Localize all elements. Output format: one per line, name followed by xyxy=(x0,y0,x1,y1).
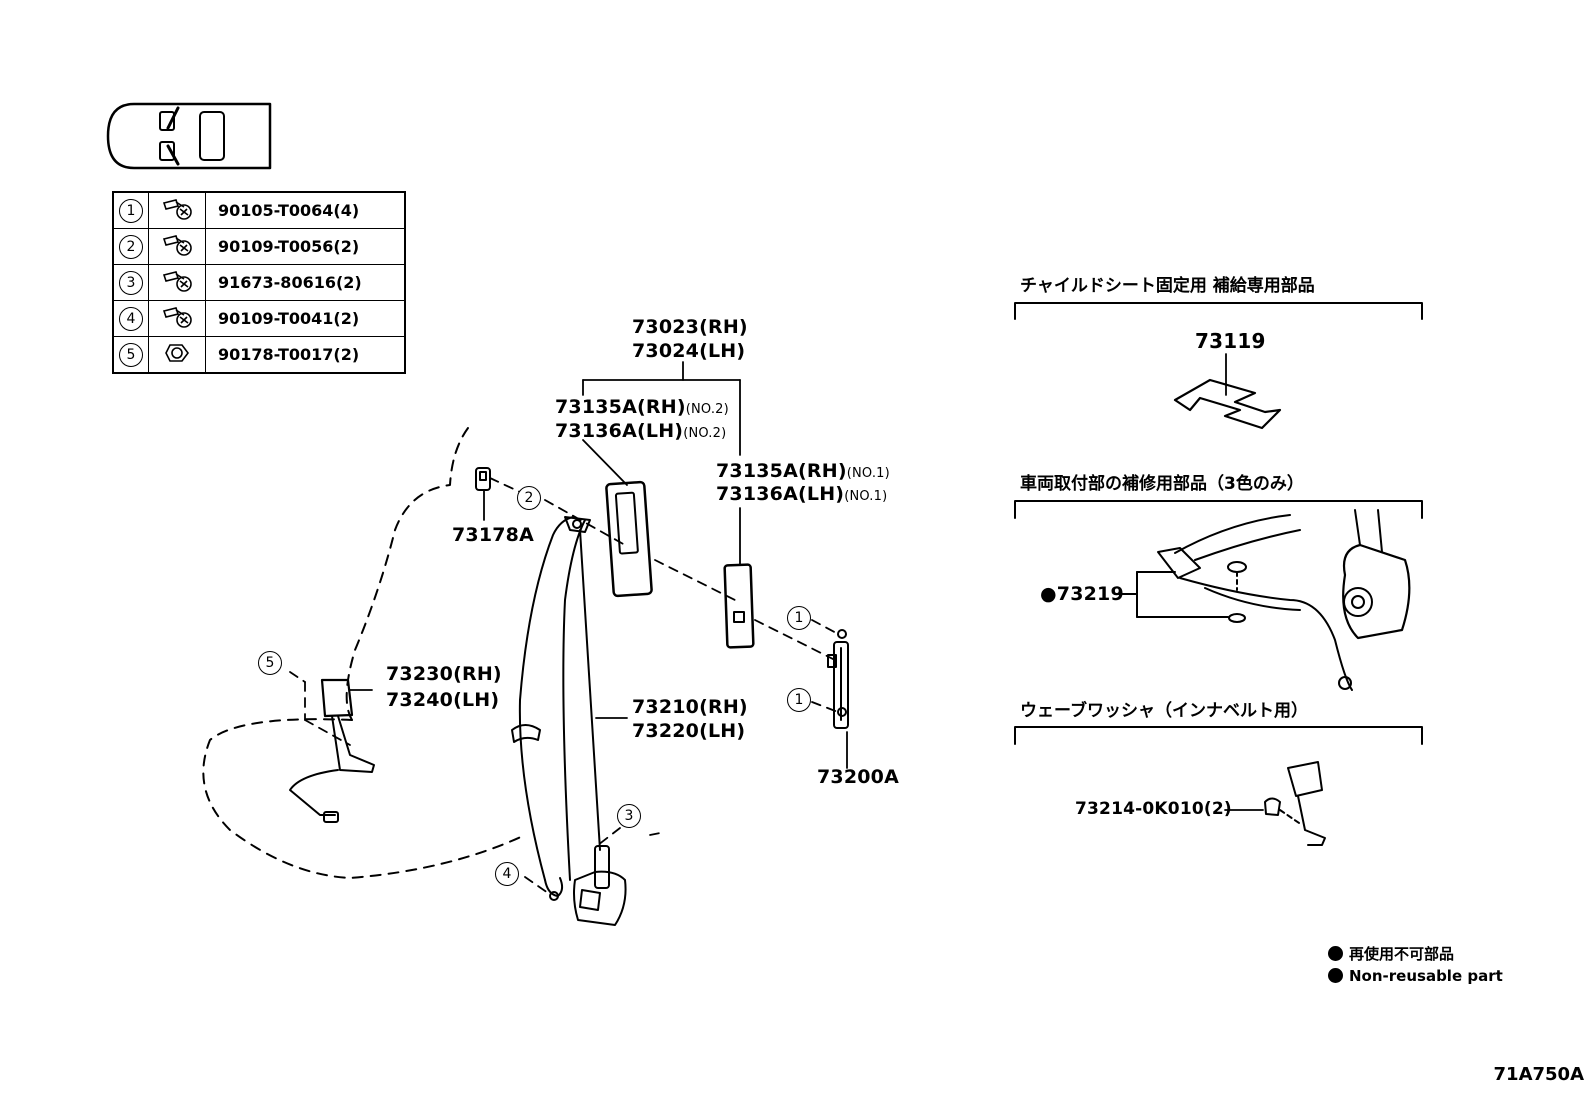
label-73023: 73023(RH) xyxy=(632,316,748,338)
section-vehicle-mount: 車両取付部の補修用部品（3色のみ） xyxy=(1020,474,1304,494)
seat-belt-assembly xyxy=(511,516,627,926)
fastener-part-number: 90105-T0064(4) xyxy=(205,191,406,229)
fastener-part-number: 91673-80616(2) xyxy=(205,264,406,301)
legend-en: Non-reusable part xyxy=(1328,967,1503,985)
label-73136a-no2: 73136A(LH)(NO.2) xyxy=(555,422,726,441)
note-no1: (NO.1) xyxy=(844,489,888,504)
fastener-number: 1 xyxy=(112,191,149,229)
label-73200a: 73200A xyxy=(817,766,900,788)
label-73210: 73210(RH) xyxy=(632,696,748,718)
fastener-row: 4 90109-T0041(2) xyxy=(112,300,406,337)
wave-washer-artwork xyxy=(1224,761,1326,846)
label-73136a-no2-text: 73136A(LH) xyxy=(555,420,684,442)
non-reusable-dot-icon xyxy=(1328,946,1343,961)
fastener-row: 3 91673-80616(2) xyxy=(112,264,406,301)
anchor-cover-no2 xyxy=(605,480,653,598)
bracket-73119 xyxy=(1173,353,1282,430)
leader-lines xyxy=(349,361,848,769)
clip-73178a xyxy=(475,467,491,491)
figure-code: 71A750A xyxy=(1493,1064,1584,1085)
bolt-icon xyxy=(148,191,206,229)
callout-2: 2 xyxy=(517,486,541,510)
fastener-number-circle: 3 xyxy=(119,270,143,295)
label-73214: 73214-0K010(2) xyxy=(1075,799,1232,819)
label-73024: 73024(LH) xyxy=(632,340,746,362)
nut-icon xyxy=(148,336,206,374)
legend-jp-text: 再使用不可部品 xyxy=(1349,945,1455,963)
fastener-table: 1 90105-T0064(4) 2 90109-T0056(2) 3 91673-806… xyxy=(112,191,406,374)
callout-1a: 1 xyxy=(787,606,811,630)
callout-5: 5 xyxy=(258,651,282,675)
bolt-icon xyxy=(148,264,206,301)
label-73135a-no1-text: 73135A(RH) xyxy=(716,460,847,482)
fastener-part-number: 90178-T0017(2) xyxy=(205,336,406,374)
label-73220: 73220(LH) xyxy=(632,720,746,742)
vehicle-location-icon xyxy=(106,102,272,170)
fastener-number-circle: 2 xyxy=(119,234,143,259)
callout-4: 4 xyxy=(495,862,519,886)
label-73119: 73119 xyxy=(1195,329,1266,353)
label-73136a-no1: 73136A(LH)(NO.1) xyxy=(716,485,887,504)
bolt-icon xyxy=(148,300,206,337)
note-no2: (NO.2) xyxy=(683,426,727,441)
fastener-number-circle: 4 xyxy=(119,306,143,331)
fastener-row: 1 90105-T0064(4) xyxy=(112,191,406,229)
legend-jp: 再使用不可部品 xyxy=(1328,943,1454,964)
fastener-paths xyxy=(289,477,841,894)
label-73178a: 73178A xyxy=(452,524,535,546)
fastener-number: 3 xyxy=(112,264,149,301)
fastener-part-number: 90109-T0041(2) xyxy=(205,300,406,337)
fastener-number: 5 xyxy=(112,336,149,374)
fastener-part-number: 90109-T0056(2) xyxy=(205,228,406,265)
fastener-number: 2 xyxy=(112,228,149,265)
label-73136a-no1-text: 73136A(LH) xyxy=(716,483,845,505)
label-73219: ●73219 xyxy=(1040,583,1124,605)
section-wave-washer: ウェーブワッシャ（インナベルト用） xyxy=(1020,701,1308,721)
adjuster-73200a xyxy=(827,629,849,729)
fastener-number-circle: 5 xyxy=(119,342,143,367)
buckle-73230 xyxy=(289,678,375,823)
note-no2: (NO.2) xyxy=(685,402,729,417)
label-73240: 73240(LH) xyxy=(386,689,500,711)
seat-outline xyxy=(202,427,526,879)
non-reusable-dot-icon xyxy=(1328,968,1343,983)
bolt-icon xyxy=(148,228,206,265)
fastener-row: 2 90109-T0056(2) xyxy=(112,228,406,265)
fastener-row: 5 90178-T0017(2) xyxy=(112,336,406,374)
anchor-cover-no1 xyxy=(723,563,755,649)
fastener-number-circle: 1 xyxy=(119,198,143,223)
section-brackets xyxy=(1014,302,1423,745)
label-73135a-no2-text: 73135A(RH) xyxy=(555,396,686,418)
callout-1b: 1 xyxy=(787,688,811,712)
legend-en-text: Non-reusable part xyxy=(1349,967,1503,985)
label-73135a-no2: 73135A(RH)(NO.2) xyxy=(555,398,729,417)
label-73135a-no1: 73135A(RH)(NO.1) xyxy=(716,462,890,481)
fastener-number: 4 xyxy=(112,300,149,337)
callout-3: 3 xyxy=(617,804,641,828)
label-73230: 73230(RH) xyxy=(386,663,502,685)
mount-detail-artwork xyxy=(1116,509,1411,691)
section-child-seat: チャイルドシート固定用 補給専用部品 xyxy=(1020,276,1315,296)
note-no1: (NO.1) xyxy=(846,466,890,481)
